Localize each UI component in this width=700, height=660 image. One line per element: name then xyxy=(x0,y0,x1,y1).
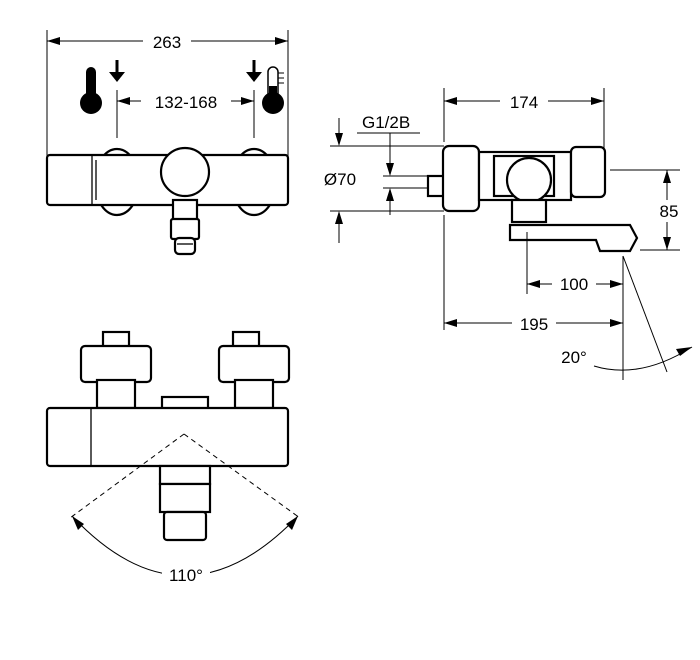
arrow-down-icon xyxy=(246,60,262,82)
front-view: 263 132-168 xyxy=(45,30,290,256)
thermometer-full-icon xyxy=(80,67,102,114)
dimension-inlet-spacing: 132-168 xyxy=(155,93,217,112)
dimension-side-depth: 174 xyxy=(510,93,538,112)
dimension-spout-angle: 20° xyxy=(561,348,587,367)
thermometer-partial-icon xyxy=(262,66,284,114)
arrow-down-icon xyxy=(109,60,125,82)
top-view: 110° xyxy=(45,330,301,586)
dimension-swivel-angle: 110° xyxy=(169,566,203,585)
side-view: 174 G1/2B Ø70 xyxy=(318,88,693,380)
dimension-thread: G1/2B xyxy=(362,113,410,132)
dimension-total-reach: 195 xyxy=(520,315,548,334)
dimension-spout-height: 85 xyxy=(660,202,679,221)
dimension-spout-reach: 100 xyxy=(560,275,588,294)
dimension-cover-diameter: Ø70 xyxy=(324,170,356,189)
dimension-overall-width: 263 xyxy=(153,33,181,52)
